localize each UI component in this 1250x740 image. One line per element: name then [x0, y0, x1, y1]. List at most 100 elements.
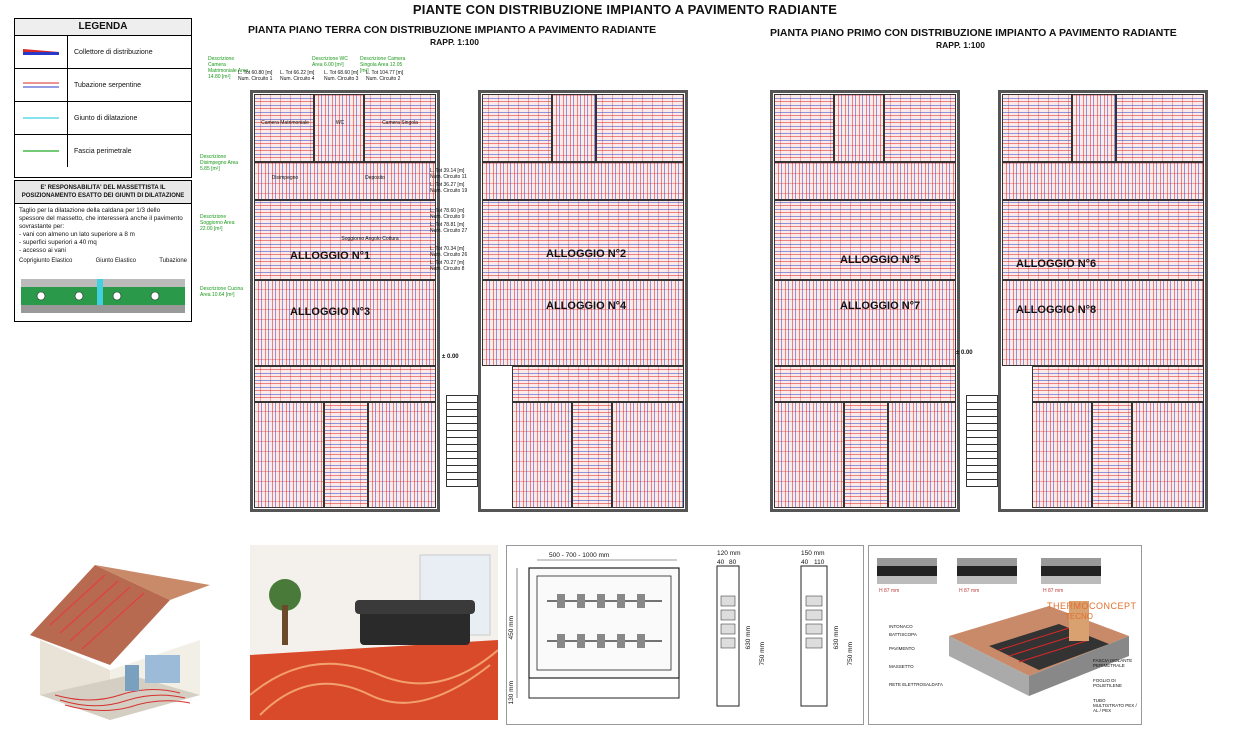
- plan-first-scale: RAPP. 1:100: [936, 40, 985, 50]
- room-soggiorno: [1002, 280, 1204, 366]
- unit-label: ALLOGGIO N°6: [1016, 258, 1097, 270]
- room-camera: [1116, 94, 1204, 162]
- room-disimpegno: [774, 162, 956, 200]
- layer-label: MASSETTO: [889, 664, 914, 669]
- circuit-label: L. Tot 68.60 [m] Num. Circuito 3: [324, 70, 359, 82]
- circuit-label: L. Tot 70.34 [m] Num. Circuito 26: [430, 246, 468, 258]
- side1-a-label: 40: [717, 559, 725, 566]
- legend-item-joint: Giunto di dilatazione: [15, 102, 191, 135]
- unit-label: ALLOGGIO N°3: [290, 306, 371, 318]
- legend-box: LEGENDA Collettore di distribuzione Tuba…: [14, 18, 192, 178]
- room-soggiorno: [254, 200, 436, 280]
- circuit-label: L. Tot 39.14 [m] Num. Circuito 11: [430, 168, 467, 180]
- room-camera: [364, 94, 436, 162]
- legend-item-pipe: Tubazione serpentine: [15, 69, 191, 102]
- legend-label: Giunto di dilatazione: [74, 114, 138, 122]
- room-camera: [482, 94, 552, 162]
- room-camera: [512, 402, 572, 508]
- staircase: [446, 395, 478, 487]
- room-camera: [774, 94, 834, 162]
- side2-a-label: 40: [801, 559, 809, 566]
- layer-label: FOGLIO DI POLIETILENE: [1093, 678, 1123, 688]
- side2-h1-label: 630 mm: [833, 626, 840, 650]
- room-label: WC: [335, 120, 345, 126]
- layer-label: INTONACO: [889, 624, 913, 629]
- green-annotation: Descrizione Camera Singola Area 12.05 [m…: [360, 56, 406, 74]
- building-wall: [770, 90, 960, 512]
- layer-label: BATTISCOPA: [889, 632, 917, 637]
- note-label: Coprigiunto Elastico: [19, 258, 73, 264]
- plan-ground-title: PIANTA PIANO TERRA CON DISTRIBUZIONE IMP…: [248, 24, 657, 36]
- legend-label: Tubazione serpentine: [74, 81, 142, 89]
- circuit-label: L. Tot 66.22 [m] Num. Circuito 4: [280, 70, 315, 82]
- page-title: PIANTE CON DISTRIBUZIONE IMPIANTO A PAVI…: [412, 2, 838, 17]
- note-text: Taglio per la dilatazione della caldana …: [19, 207, 183, 230]
- room-label: Camera Matrimoniale: [261, 120, 309, 126]
- side1-b-label: 80: [729, 559, 737, 566]
- circuit-label: L. Tot 60.80 [m] Num. Circuito 1: [238, 70, 273, 82]
- room-camera: [1032, 402, 1092, 508]
- room-soggiorno: [482, 200, 684, 280]
- cabinet-height-top: 450 mm: [508, 616, 515, 640]
- joint-symbol-icon: [15, 102, 68, 134]
- room-wc: [844, 402, 888, 508]
- layer-label: RETE ELETTROSALDATA: [889, 682, 943, 687]
- room-wc: [1072, 94, 1116, 162]
- room-disimpegno: [254, 162, 436, 200]
- note-label: Tubazione: [159, 258, 187, 264]
- pipe-symbol-icon: [15, 69, 68, 101]
- room-label: Camera Singola: [382, 120, 418, 126]
- room-wc: [314, 94, 364, 162]
- sample-height: H 87 mm: [959, 588, 980, 594]
- circuit-label: L. Tot 70.27 [m] Num. Circuito 8: [430, 260, 465, 272]
- room-disimpegno: [482, 162, 684, 200]
- brand-sub: TECNO: [1065, 612, 1093, 621]
- green-annotation: Descrizione Soggiorno Area 22.00 [m²]: [200, 214, 235, 232]
- unit-label: ALLOGGIO N°7: [840, 300, 921, 312]
- plan-first-title: PIANTA PIANO PRIMO CON DISTRIBUZIONE IMP…: [770, 27, 1177, 39]
- green-annotation: Descrizione WC Area 6.00 [m²]: [312, 56, 348, 68]
- joint-section-drawing: [21, 279, 185, 313]
- room-camera: [884, 94, 956, 162]
- legend-item-collector: Collettore di distribuzione: [15, 36, 191, 69]
- room-camera: [254, 402, 324, 508]
- unit-label: ALLOGGIO N°5: [840, 254, 921, 266]
- room-wc: [324, 402, 368, 508]
- room-camera: [888, 402, 956, 508]
- legend-title: LEGENDA: [15, 19, 191, 36]
- legend-label: Fascia perimetrale: [74, 147, 132, 155]
- floor-section-drawing: H 87 mm H 87 mm H 87 mm THERMOCONCEPT TE…: [868, 545, 1142, 725]
- room-camera: [1002, 94, 1072, 162]
- unit-label: ALLOGGIO N°1: [290, 250, 371, 262]
- room-soggiorno: [1002, 200, 1204, 280]
- room-soggiorno: [254, 280, 436, 366]
- manifold-cabinet-drawing: 500 - 700 - 1000 mm 450 mm 130 mm 120 mm…: [506, 545, 864, 725]
- cabinet-width-label: 500 - 700 - 1000 mm: [549, 552, 610, 559]
- note-body: Taglio per la dilatazione della caldana …: [15, 204, 191, 258]
- building-wall: [250, 90, 440, 512]
- side1-top-label: 120 mm: [717, 550, 741, 557]
- house-cutaway-illustration: [10, 545, 238, 725]
- room-camera: [596, 94, 684, 162]
- plan-first-floor: ALLOGGIO N°5 ALLOGGIO N°6 ALLOGGIO N°7 A…: [720, 50, 1220, 512]
- unit-label: ALLOGGIO N°4: [546, 300, 627, 312]
- room-camera: [612, 402, 684, 508]
- side1-h2-label: 750 mm: [759, 642, 766, 666]
- green-annotation: Descrizione Camera Matrimoniale Area 14.…: [208, 56, 249, 80]
- elevation-label: ± 0.00: [956, 350, 973, 356]
- side2-top-label: 150 mm: [801, 550, 825, 557]
- room-camera: [1132, 402, 1204, 508]
- layer-label: PAVIMENTO: [889, 646, 915, 651]
- legend-label: Collettore di distribuzione: [74, 48, 153, 56]
- room-label: Disimpegno: [271, 175, 299, 181]
- room-disimpegno: [512, 366, 684, 402]
- room-soggiorno: [774, 280, 956, 366]
- side2-b-label: 110: [814, 559, 825, 566]
- room-wc: [1092, 402, 1132, 508]
- room-disimpegno: [254, 366, 436, 402]
- sample-height: H 87 mm: [1043, 588, 1064, 594]
- room-disimpegno: [774, 366, 956, 402]
- elevation-label: ± 0.00: [442, 354, 459, 360]
- collector-symbol-icon: [15, 36, 68, 68]
- note-bullet: - vani con almeno un lato superiore a 8 …: [19, 231, 135, 238]
